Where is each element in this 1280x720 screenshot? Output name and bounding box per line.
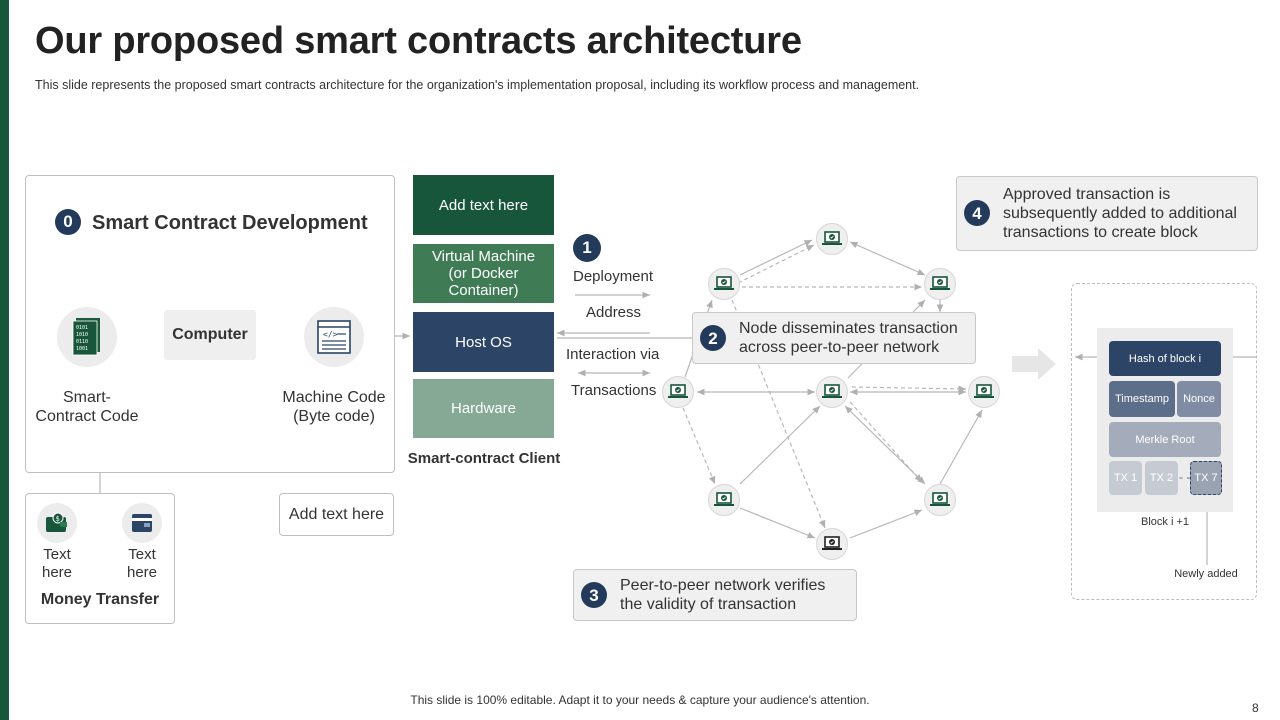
block-nonce: Nonce	[1177, 381, 1221, 417]
callout-2: 2 Node disseminates transaction across p…	[692, 312, 976, 364]
client-top-box: Add text here	[413, 175, 554, 235]
network-node-laptop-icon	[708, 484, 740, 516]
interaction-label: Interaction via	[566, 346, 660, 363]
step-3-badge: 3	[581, 582, 607, 608]
big-arrow	[1012, 348, 1056, 380]
machine-label-line1: Machine Code	[282, 389, 386, 406]
client-title: Smart-contract Client	[407, 450, 561, 467]
wallet-icon: $	[37, 503, 77, 543]
svg-text:1010: 1010	[76, 332, 88, 338]
network-node-laptop-icon	[816, 376, 848, 408]
network-node-laptop-icon	[816, 223, 848, 255]
network-node-laptop-icon	[816, 528, 848, 560]
callout-3-text: Peer-to-peer network verifies the validi…	[620, 577, 826, 613]
block-hash: Hash of block i	[1109, 341, 1221, 376]
step-0-badge: 0	[55, 209, 81, 235]
block-merkle-root: Merkle Root	[1109, 422, 1221, 457]
money-right-label: Text here	[112, 546, 172, 582]
page-number: 8	[1252, 701, 1259, 715]
money-transfer-title: Money Transfer	[40, 591, 160, 608]
network-node-laptop-icon	[708, 268, 740, 300]
svg-text:$: $	[56, 515, 60, 523]
block-ellipsis: - -	[1179, 470, 1191, 484]
address-label: Address	[586, 304, 642, 321]
add-text-box[interactable]: Add text here	[279, 493, 394, 536]
block-timestamp: Timestamp	[1109, 381, 1175, 417]
code-label-line2: Contract Code	[35, 408, 139, 425]
block-tx1: TX 1	[1109, 461, 1142, 495]
page-title: Our proposed smart contracts architectur…	[35, 20, 802, 62]
step-1-badge: 1	[573, 234, 601, 262]
svg-text:1001: 1001	[76, 346, 88, 352]
step-2-badge: 2	[700, 325, 726, 351]
network-node-laptop-icon	[662, 376, 694, 408]
money-left-line2: here	[41, 564, 73, 581]
svg-text:0101: 0101	[76, 325, 88, 331]
svg-text:</>: </>	[323, 330, 338, 339]
money-right-line2: here	[126, 564, 158, 581]
block-panel	[1071, 283, 1257, 600]
block-caption: Block i +1	[1141, 516, 1189, 528]
bank-card-icon	[122, 503, 162, 543]
computer-box: Computer	[164, 310, 256, 360]
accent-bar	[0, 0, 9, 720]
transactions-label: Transactions	[571, 382, 657, 399]
block-tx7: TX 7	[1190, 461, 1222, 495]
money-left-line1: Text	[43, 546, 71, 563]
block-tx2: TX 2	[1145, 461, 1178, 495]
network-node-laptop-icon	[968, 376, 1000, 408]
network-node-laptop-icon	[924, 484, 956, 516]
svg-text:0110: 0110	[76, 339, 88, 345]
newly-added-label: Newly added	[1174, 568, 1238, 580]
callout-2-text: Node disseminates transaction across pee…	[739, 320, 958, 356]
footer-note: This slide is 100% editable. Adapt it to…	[410, 693, 870, 707]
virtual-machine-box: Virtual Machine (or Docker Container)	[413, 244, 554, 303]
machine-label-line2: (Byte code)	[293, 408, 375, 425]
development-title: Smart Contract Development	[92, 212, 368, 234]
code-document-icon: </>	[304, 307, 364, 367]
hardware-box: Hardware	[413, 379, 554, 438]
network-node-laptop-icon	[924, 268, 956, 300]
machine-code-label: Machine Code (Byte code)	[274, 388, 394, 426]
money-right-line1: Text	[128, 546, 156, 563]
step-4-badge: 4	[964, 200, 990, 226]
smart-contract-code-label: Smart- Contract Code	[27, 388, 147, 426]
host-os-box: Host OS	[413, 312, 554, 372]
money-left-label: Text here	[27, 546, 87, 582]
callout-4: 4 Approved transaction is subsequently a…	[956, 176, 1258, 251]
code-label-line1: Smart-	[63, 389, 111, 406]
page-subtitle: This slide represents the proposed smart…	[35, 78, 920, 92]
deployment-label: Deployment	[573, 268, 654, 285]
callout-3: 3 Peer-to-peer network verifies the vali…	[573, 569, 857, 621]
callout-4-text: Approved transaction is subsequently add…	[1003, 186, 1237, 241]
